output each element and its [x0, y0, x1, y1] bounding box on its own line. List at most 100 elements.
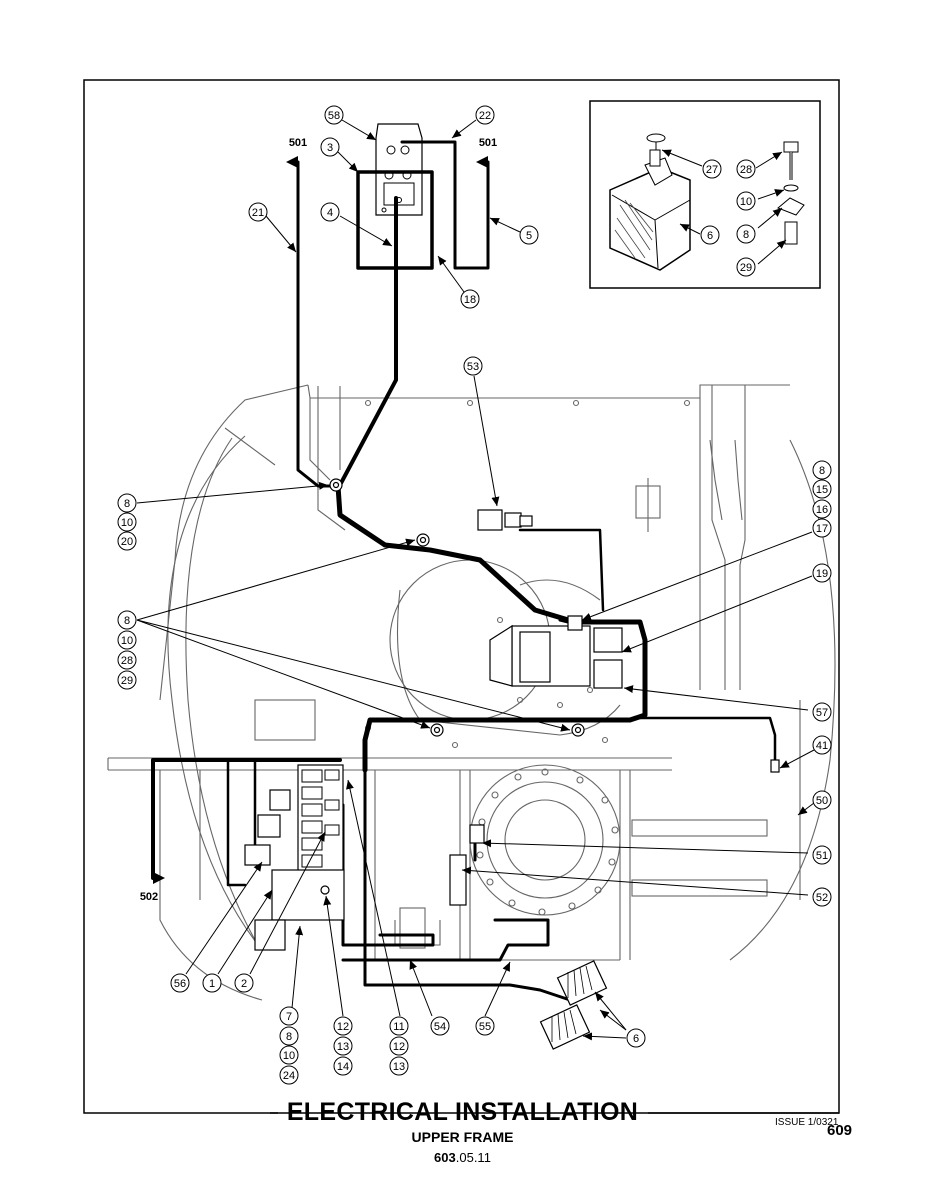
- callout-label: 8: [286, 1031, 292, 1043]
- callout: 14: [333, 1056, 353, 1076]
- callout-label: 54: [434, 1021, 446, 1033]
- callout: 10: [736, 191, 756, 211]
- upper-frame-outline: [107, 384, 836, 1001]
- callout: 28: [736, 159, 756, 179]
- callout: 53: [463, 356, 483, 376]
- callout-label: 27: [706, 164, 718, 176]
- callout: 16: [812, 499, 832, 519]
- leader-lines: [136, 119, 815, 1041]
- lamp-bracket: [375, 123, 423, 216]
- callout-label: 10: [121, 635, 133, 647]
- issue-label: ISSUE 1/0321: [775, 1117, 839, 1128]
- callout-label: 20: [121, 536, 133, 548]
- gear-bolts: [476, 768, 619, 916]
- callout-label: 50: [816, 795, 828, 807]
- callout: 3: [320, 137, 340, 157]
- callout-label: 12: [337, 1021, 349, 1033]
- callout-label: 56: [174, 978, 186, 990]
- callout: 10: [117, 512, 137, 532]
- callout: 8: [279, 1026, 299, 1046]
- callout: 56: [170, 973, 190, 993]
- callout: 8: [117, 493, 137, 513]
- callout-label: 29: [740, 262, 752, 274]
- callout: 50: [812, 790, 832, 810]
- callout-label: 13: [337, 1041, 349, 1053]
- callout: 6: [700, 225, 720, 245]
- callout: 12: [389, 1036, 409, 1056]
- callout: 28: [117, 650, 137, 670]
- callout-label: 16: [816, 504, 828, 516]
- diagram-title: ELECTRICAL INSTALLATION: [286, 1098, 639, 1126]
- callout-label: 57: [816, 707, 828, 719]
- callout: 18: [460, 289, 480, 309]
- callout-label: 29: [121, 675, 133, 687]
- callout-label: 19: [816, 568, 828, 580]
- callout: 20: [117, 531, 137, 551]
- callout-label: 28: [740, 164, 752, 176]
- callout-label: 53: [467, 361, 479, 373]
- callout-label: 10: [740, 196, 752, 208]
- components: [244, 478, 780, 1050]
- callout-label: 6: [707, 230, 713, 242]
- callout-label: 41: [816, 740, 828, 752]
- callout: 19: [812, 563, 832, 583]
- document-number-prefix: 603: [434, 1150, 456, 1165]
- callout: 29: [117, 670, 137, 690]
- callout: 15: [812, 479, 832, 499]
- callout-label: 8: [743, 229, 749, 241]
- callout-label: 12: [393, 1041, 405, 1053]
- callout: 55: [475, 1016, 495, 1036]
- callout: 8: [736, 224, 756, 244]
- callout-label: 52: [816, 892, 828, 904]
- callout: 57: [812, 702, 832, 722]
- callout: 52: [812, 887, 832, 907]
- callout: 22: [475, 105, 495, 125]
- callout-label: 3: [327, 142, 333, 154]
- callout-label: 1: [209, 978, 215, 990]
- page-frame: [83, 79, 840, 1114]
- callout-label: 24: [283, 1070, 295, 1082]
- callout: 41: [812, 735, 832, 755]
- callout-label: 18: [464, 294, 476, 306]
- callout-label: 15: [816, 484, 828, 496]
- callout-label: 10: [121, 517, 133, 529]
- callout-label: 8: [124, 615, 130, 627]
- callout-label: 13: [393, 1061, 405, 1073]
- callout: 27: [702, 159, 722, 179]
- callout: 10: [117, 630, 137, 650]
- callout-label: 8: [819, 465, 825, 477]
- callout: 5: [519, 225, 539, 245]
- callout-label: 28: [121, 655, 133, 667]
- arrow-label-502: 502: [140, 891, 158, 903]
- callout: 17: [812, 518, 832, 538]
- detail-inset: [589, 100, 821, 289]
- callout-label: 58: [328, 110, 340, 122]
- callout: 24: [279, 1065, 299, 1085]
- callout: 8: [812, 460, 832, 480]
- callout-label: 7: [286, 1011, 292, 1023]
- callouts: 58 22 3 4 21 5 18 27 28 10 6 8 29 53 8 1…: [117, 105, 832, 1085]
- callout-label: 11: [393, 1021, 404, 1033]
- callout-label: 5: [526, 230, 532, 242]
- callout: 12: [333, 1016, 353, 1036]
- work-lamps: [539, 960, 608, 1050]
- diagram-subtitle: UPPER FRAME: [411, 1129, 514, 1145]
- callout: 2: [234, 973, 254, 993]
- callout: 13: [389, 1056, 409, 1076]
- callout: 1: [202, 973, 222, 993]
- callout-label: 17: [816, 523, 828, 535]
- callout: 58: [324, 105, 344, 125]
- callout: 29: [736, 257, 756, 277]
- callout-label: 6: [633, 1033, 639, 1045]
- callout-label: 55: [479, 1021, 491, 1033]
- callout: 8: [117, 610, 137, 630]
- arrow-label-501-left: 501: [289, 137, 307, 149]
- callout: 10: [279, 1045, 299, 1065]
- callout-label: 14: [337, 1061, 349, 1073]
- callout-label: 21: [252, 207, 264, 219]
- callout: 51: [812, 845, 832, 865]
- callout-label: 10: [283, 1050, 295, 1062]
- arrow-label-501-right: 501: [479, 137, 497, 149]
- callout-label: 8: [124, 498, 130, 510]
